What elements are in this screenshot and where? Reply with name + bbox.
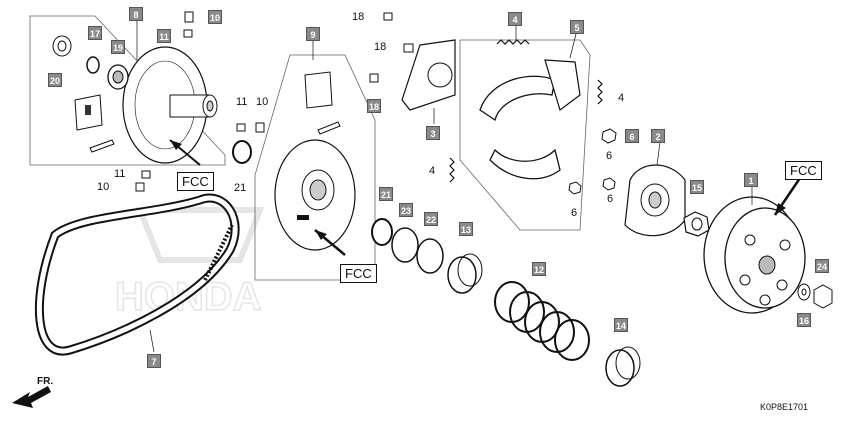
o-ring-23 — [391, 227, 419, 263]
label-21: 21 — [379, 187, 393, 201]
label-15: 15 — [690, 180, 704, 194]
plain-label-11-a: 11 — [236, 96, 248, 108]
plain-label-21: 21 — [234, 182, 247, 194]
bearing-19 — [107, 64, 129, 90]
spring-4-top — [496, 39, 530, 45]
plain-label-6-b: 6 — [571, 207, 578, 219]
label-12: 12 — [532, 262, 546, 276]
nut-24 — [813, 284, 833, 309]
label-5: 5 — [570, 20, 584, 34]
label-13: 13 — [459, 222, 473, 236]
clutch-shoe-upper — [479, 59, 581, 122]
plain-label-4-b: 4 — [429, 165, 436, 177]
plain-label-18-a: 18 — [352, 11, 365, 23]
label-17: 17 — [88, 26, 102, 40]
fcc-box-8: FCC — [177, 172, 214, 191]
label-19: 19 — [111, 40, 125, 54]
plain-label-10-a: 10 — [256, 96, 269, 108]
drive-belt — [34, 193, 240, 356]
label-3: 3 — [426, 126, 440, 140]
collar-13 — [447, 253, 483, 294]
instruction-sheet-8 — [74, 94, 103, 131]
label-8: 8 — [129, 7, 143, 21]
grease-tube-8 — [89, 139, 115, 153]
label-20: 20 — [48, 73, 62, 87]
bolt-10-mid — [255, 122, 265, 133]
group-5-frame — [459, 39, 591, 231]
nut-15 — [683, 211, 710, 237]
seal-21-upper — [232, 140, 252, 164]
label-10: 10 — [208, 10, 222, 24]
nut-11-low — [141, 170, 151, 179]
fcc-arrow-9 — [314, 229, 346, 256]
seal-21-lower — [371, 218, 393, 246]
label-6: 6 — [625, 129, 639, 143]
label-4: 4 — [508, 12, 522, 26]
plain-label-4-a: 4 — [618, 92, 625, 104]
driven-spring-12 — [494, 281, 590, 361]
instruction-sheet-9 — [304, 71, 333, 109]
nut-6-low — [568, 181, 582, 195]
bushing-20 — [52, 35, 72, 57]
leader-lines — [136, 21, 753, 353]
label-7: 7 — [147, 354, 161, 368]
label-23: 23 — [399, 203, 413, 217]
diagram-code: K0P8E1701 — [760, 402, 809, 412]
bolt-10-low — [135, 182, 145, 192]
cover-plate-3 — [401, 39, 456, 111]
spring-4-left — [449, 157, 455, 183]
front-direction-arrow — [12, 386, 51, 408]
label-14: 14 — [614, 318, 628, 332]
label-9: 9 — [306, 27, 320, 41]
label-2: 2 — [651, 129, 665, 143]
nut-6-mid — [602, 177, 616, 191]
fcc-box-1: FCC — [785, 161, 822, 180]
fcc-arrow-8 — [169, 139, 201, 166]
drive-plate-2 — [624, 164, 686, 237]
plain-label-6-c: 6 — [607, 193, 614, 205]
nut-11-top — [183, 29, 193, 38]
spring-4-right — [597, 79, 603, 105]
collar-14 — [605, 346, 641, 387]
plain-label-11-b: 11 — [114, 168, 126, 180]
nut-11-mid — [236, 123, 246, 132]
grease-tube-9 — [317, 121, 341, 135]
nut-18-c — [369, 73, 379, 83]
nut-18-a — [383, 12, 393, 21]
label-16: 16 — [797, 313, 811, 327]
clutch-outer-1 — [703, 196, 806, 314]
o-ring-22 — [416, 238, 444, 274]
washer-16 — [797, 283, 811, 301]
fcc-box-9: FCC — [340, 264, 377, 283]
plain-label-6-a: 6 — [606, 150, 613, 162]
bolt-10-top — [184, 11, 194, 23]
label-24: 24 — [815, 259, 829, 273]
nut-18-b — [403, 43, 414, 53]
clutch-shoe-lower — [489, 148, 561, 180]
label-1: 1 — [744, 173, 758, 187]
label-22: 22 — [424, 212, 438, 226]
drive-pulley-face — [122, 46, 218, 164]
driven-face — [274, 139, 356, 251]
group-8-frame — [29, 15, 226, 166]
nut-6-right — [601, 128, 617, 144]
plain-label-18-b: 18 — [374, 41, 387, 53]
plain-label-10-b: 10 — [97, 181, 110, 193]
label-11: 11 — [157, 29, 171, 43]
honda-watermark: HONDA — [114, 207, 265, 320]
front-direction-label: FR. — [37, 376, 54, 387]
seal-17 — [86, 56, 100, 74]
label-18: 18 — [367, 99, 381, 113]
fcc-arrow-1 — [773, 177, 802, 216]
